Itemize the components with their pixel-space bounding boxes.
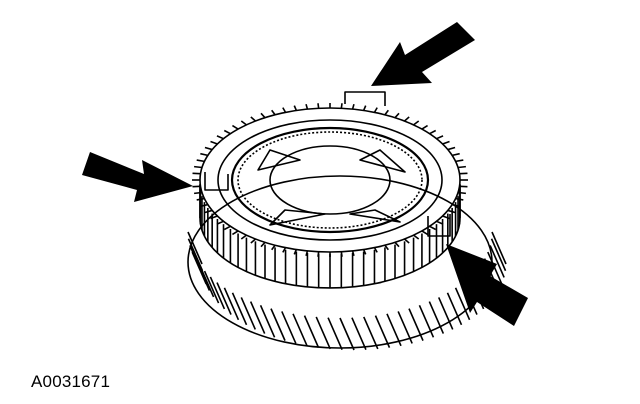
helix-tooth bbox=[327, 317, 343, 351]
helix-tooth bbox=[315, 316, 331, 350]
helix-tooth bbox=[198, 264, 215, 298]
helix-tooth bbox=[490, 238, 507, 272]
ring-tooth bbox=[451, 152, 460, 157]
ring-tooth bbox=[457, 165, 466, 169]
helix-tooth bbox=[363, 316, 379, 350]
ring-tooth bbox=[204, 209, 213, 214]
ring-tooth bbox=[457, 191, 466, 195]
ring-tooth bbox=[223, 129, 231, 135]
ring-tooth bbox=[240, 234, 247, 240]
helix-tooth bbox=[374, 315, 391, 348]
helix-tooth bbox=[203, 270, 220, 304]
ring-tooth bbox=[196, 197, 205, 201]
ring-tooth bbox=[210, 215, 218, 220]
ring-slot-left bbox=[204, 172, 229, 191]
synchro-assembly bbox=[192, 91, 468, 289]
helix-tooth bbox=[259, 305, 276, 338]
ring-tooth bbox=[436, 135, 444, 140]
ring-tooth bbox=[442, 215, 450, 220]
ring-tooth bbox=[317, 103, 320, 109]
hub-bore bbox=[269, 145, 391, 215]
ring-tooth bbox=[442, 140, 450, 145]
ring-tooth bbox=[429, 225, 437, 231]
helix-tooth bbox=[491, 231, 507, 265]
hub-lug bbox=[359, 149, 406, 173]
ring-tooth bbox=[436, 220, 444, 225]
helix-tooth bbox=[339, 317, 355, 351]
blocker-ring-outer bbox=[199, 107, 461, 253]
ring-tooth bbox=[240, 120, 247, 126]
helix-tooth bbox=[428, 301, 445, 334]
ring-tooth bbox=[216, 135, 224, 140]
helix-tooth bbox=[418, 305, 435, 338]
ring-tooth bbox=[447, 209, 456, 214]
ring-tooth bbox=[200, 203, 209, 208]
ring-tooth bbox=[429, 129, 437, 135]
helix-tooth bbox=[187, 231, 203, 265]
ring-tooth bbox=[413, 234, 420, 240]
ring-tooth bbox=[447, 146, 456, 151]
helical-gear bbox=[187, 175, 507, 351]
arrow-top-right bbox=[371, 22, 475, 86]
hub-lug bbox=[257, 149, 301, 171]
ring-tooth bbox=[196, 159, 205, 163]
hub-lug bbox=[349, 209, 401, 223]
ring-tooth bbox=[340, 103, 343, 109]
ring-tooth bbox=[216, 220, 224, 225]
arrow-bottom-right bbox=[446, 244, 528, 326]
helix-tooth bbox=[281, 311, 297, 344]
helix-tooth bbox=[270, 308, 286, 341]
helix-tooth bbox=[437, 297, 454, 330]
helix-tooth bbox=[454, 287, 471, 321]
helix-tooth bbox=[292, 313, 308, 347]
ring-tooth bbox=[200, 152, 209, 157]
ring-tooth bbox=[231, 124, 239, 130]
ring-tooth bbox=[455, 159, 464, 163]
ring-tooth bbox=[421, 124, 429, 130]
helix-tooth bbox=[194, 258, 211, 291]
ring-tooth bbox=[455, 197, 464, 201]
helix-tooth bbox=[386, 313, 402, 347]
ring-tooth bbox=[194, 191, 203, 195]
helix-tooth bbox=[216, 282, 232, 315]
helix-tooth bbox=[231, 292, 248, 326]
ring-slot-top bbox=[344, 91, 386, 106]
arrow-left bbox=[82, 152, 193, 202]
helix-tooth bbox=[303, 315, 320, 348]
helix-tooth bbox=[240, 297, 257, 330]
helix-tooth bbox=[351, 317, 367, 351]
ring-tooth bbox=[340, 251, 343, 257]
helix-tooth bbox=[209, 276, 226, 310]
ring-tooth bbox=[421, 230, 429, 236]
helix-tooth bbox=[489, 245, 505, 278]
ring-slot-right bbox=[427, 214, 451, 237]
helix-tooth bbox=[487, 251, 503, 285]
ring-tooth bbox=[223, 225, 231, 231]
helix-tooth bbox=[446, 292, 463, 326]
hub-lug bbox=[269, 209, 326, 226]
blocker-ring-inner bbox=[217, 119, 443, 241]
ring-tooth bbox=[317, 251, 320, 257]
cone-outer bbox=[230, 126, 430, 234]
gear-rim bbox=[187, 175, 493, 349]
ring-tooth bbox=[194, 165, 203, 169]
helix-tooth bbox=[249, 301, 266, 334]
cone-inner bbox=[237, 131, 423, 229]
helix-tooth bbox=[223, 287, 240, 321]
ring-tooth bbox=[451, 203, 460, 208]
figure-reference-code: A0031671 bbox=[31, 372, 111, 391]
ring-tooth bbox=[413, 120, 420, 126]
ring-tooth bbox=[231, 230, 239, 236]
ring-tooth bbox=[210, 140, 218, 145]
ring-tooth bbox=[204, 146, 213, 151]
